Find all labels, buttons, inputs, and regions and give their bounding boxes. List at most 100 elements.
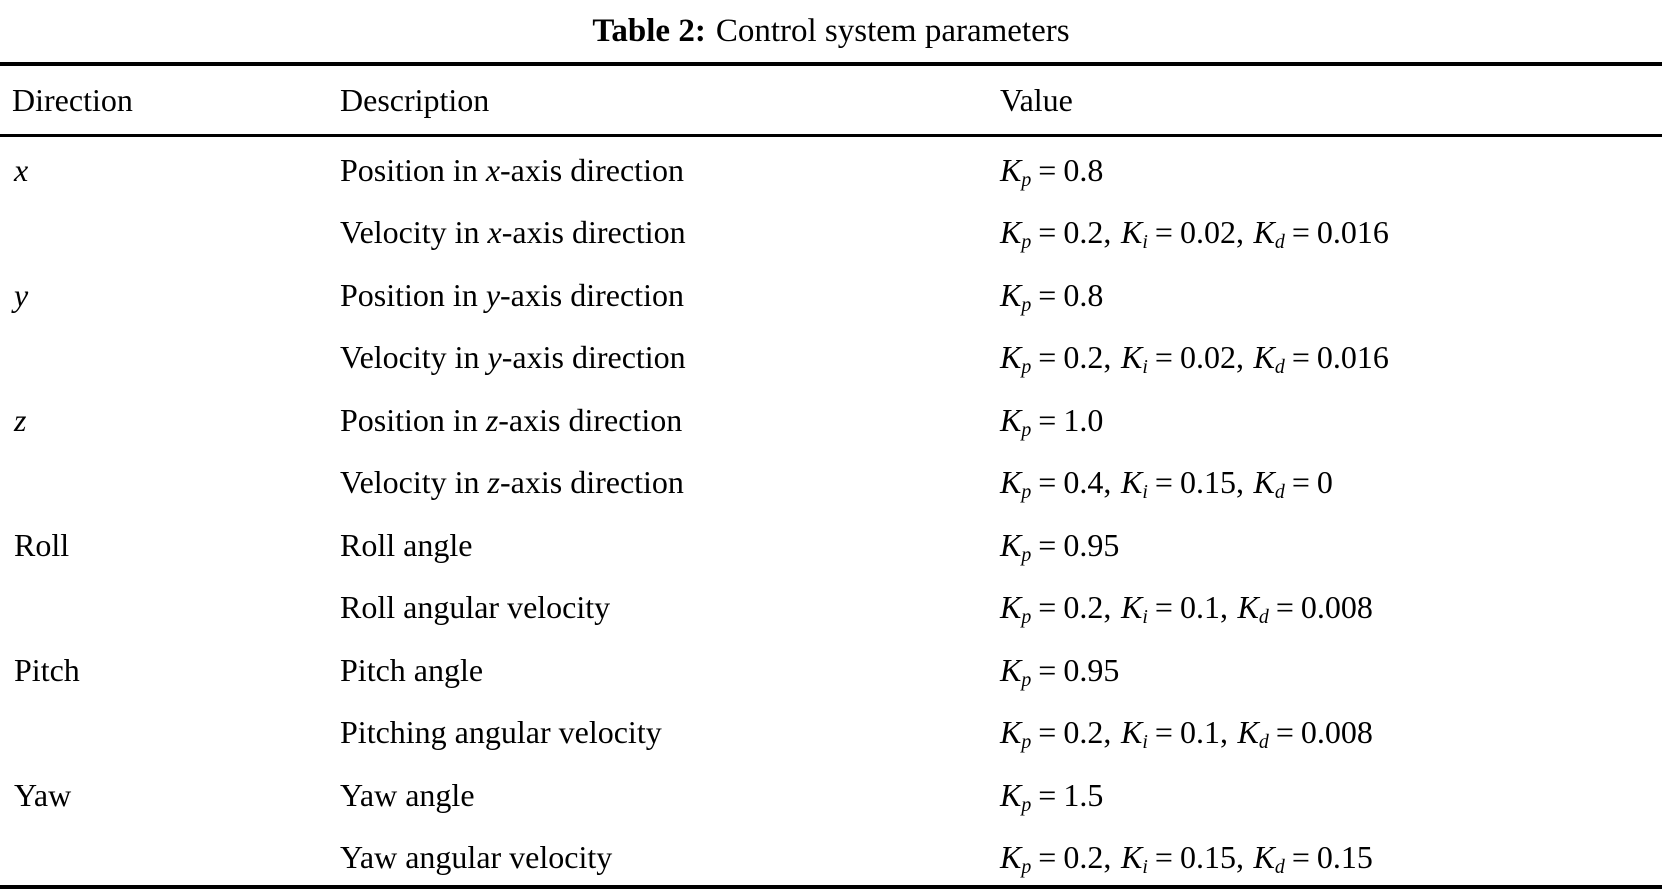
cell-value: Kp=0.8	[1000, 266, 1662, 329]
gain-symbol: K	[1237, 589, 1259, 625]
cell-direction: z	[0, 391, 340, 454]
equals-sign: =	[1291, 214, 1310, 250]
gain-value: 0.2	[1063, 214, 1104, 250]
cell-value: Kp=0.2,Ki=0.02,Kd=0.016	[1000, 204, 1662, 266]
cell-description: Position in y-axis direction	[340, 277, 684, 313]
description-axis-variable: y	[487, 339, 502, 375]
gain-symbol: K	[1000, 589, 1022, 625]
cell-description: Yaw angular velocity	[340, 839, 613, 875]
table-caption-label: Table 2:	[592, 13, 706, 49]
description-axis-variable: z	[487, 464, 500, 500]
gain-expression: Kp=0.2,Ki=0.02,Kd=0.016	[1000, 214, 1389, 254]
gain-expression: Kp=1.0	[1000, 402, 1103, 442]
gain-symbol: K	[1000, 214, 1022, 250]
gain-symbol: K	[1000, 402, 1022, 438]
gain-symbol: K	[1000, 714, 1022, 750]
gain-subscript: p	[1021, 669, 1032, 692]
equals-sign: =	[1038, 339, 1057, 375]
cell-value: Kp=0.8	[1000, 141, 1662, 204]
gain-value: 0.008	[1300, 714, 1373, 750]
cell-description: Yaw angle	[340, 777, 475, 813]
gain-expression: Kp=1.5	[1000, 777, 1103, 816]
gain-subscript: p	[1021, 731, 1032, 754]
gain-symbol: K	[1000, 652, 1022, 688]
cell-direction	[0, 329, 340, 391]
equals-sign: =	[1038, 402, 1057, 438]
cell-direction: y	[0, 266, 340, 329]
cell-direction: Yaw	[0, 766, 340, 829]
equals-sign: =	[1291, 339, 1310, 375]
cell-value: Kp=1.5	[1000, 766, 1662, 829]
gain-value: 0.02	[1179, 339, 1236, 375]
gain-separator: ,	[1235, 339, 1244, 375]
gain-subscript: p	[1021, 606, 1032, 629]
cell-value: Kp=0.2,Ki=0.02,Kd=0.016	[1000, 329, 1662, 391]
equals-sign: =	[1038, 464, 1057, 500]
column-header-direction: Direction	[12, 82, 133, 118]
gain-symbol: K	[1120, 714, 1143, 750]
gain-symbol: K	[1000, 277, 1022, 313]
gain-expression: Kp=0.4,Ki=0.15,Kd=0	[1000, 464, 1333, 504]
gain-subscript: i	[1142, 231, 1148, 254]
gain-value: 0.95	[1063, 527, 1120, 563]
gain-subscript: i	[1142, 481, 1148, 504]
gain-symbol: K	[1000, 152, 1022, 188]
gain-symbol: K	[1000, 777, 1022, 813]
gain-value: 0.4	[1063, 464, 1104, 500]
cell-value: Kp=0.2,Ki=0.1,Kd=0.008	[1000, 579, 1662, 641]
gain-symbol: K	[1000, 527, 1022, 563]
cell-value: Kp=0.95	[1000, 516, 1662, 579]
gain-symbol: K	[1120, 339, 1143, 375]
direction-label: Yaw	[14, 777, 72, 813]
equals-sign: =	[1275, 714, 1294, 750]
cell-description: Velocity in z-axis direction	[340, 464, 684, 500]
gain-value: 0.2	[1063, 589, 1104, 625]
cell-value: Kp=0.95	[1000, 641, 1662, 704]
description-axis-variable: x	[485, 152, 501, 188]
cell-value: Kp=1.0	[1000, 391, 1662, 454]
cell-description: Pitching angular velocity	[340, 714, 662, 750]
table-caption: Table 2:Control system parameters	[0, 0, 1662, 62]
equals-sign: =	[1038, 277, 1057, 313]
equals-sign: =	[1154, 214, 1173, 250]
description-axis-variable: y	[485, 277, 501, 313]
cell-direction: x	[0, 141, 340, 204]
gain-subscript: p	[1021, 294, 1032, 317]
gain-separator: ,	[1103, 464, 1112, 500]
table-bottom-rule	[0, 885, 1662, 889]
gain-value: 0.15	[1179, 839, 1236, 875]
gain-value: 0.15	[1179, 464, 1236, 500]
direction-label: Pitch	[14, 652, 80, 688]
gain-subscript: p	[1021, 856, 1032, 879]
equals-sign: =	[1154, 339, 1173, 375]
cell-description: Roll angular velocity	[340, 589, 611, 625]
gain-expression: Kp=0.2,Ki=0.1,Kd=0.008	[1000, 589, 1373, 629]
gain-separator: ,	[1103, 214, 1112, 250]
gain-expression: Kp=0.95	[1000, 652, 1119, 692]
equals-sign: =	[1291, 839, 1310, 875]
gain-expression: Kp=0.2,Ki=0.1,Kd=0.008	[1000, 714, 1373, 754]
description-axis-variable: x	[487, 214, 502, 250]
gain-value: 0	[1316, 464, 1333, 500]
gain-subscript: d	[1274, 856, 1285, 879]
gain-symbol: K	[1120, 839, 1143, 875]
gain-symbol: K	[1000, 839, 1022, 875]
gain-subscript: p	[1021, 419, 1032, 442]
gain-symbol: K	[1253, 839, 1275, 875]
table-header: Direction Description Value	[0, 66, 1662, 134]
gain-value: 0.15	[1316, 839, 1373, 875]
column-header-description: Description	[340, 82, 490, 118]
gain-subscript: i	[1142, 606, 1148, 629]
gain-value: 0.1	[1179, 589, 1220, 625]
gain-separator: ,	[1219, 714, 1228, 750]
gain-symbol: K	[1237, 714, 1259, 750]
gain-separator: ,	[1103, 714, 1112, 750]
equals-sign: =	[1038, 839, 1057, 875]
gain-subscript: i	[1142, 731, 1148, 754]
table-header-row: Direction Description Value	[0, 66, 1662, 134]
table-header-rule	[0, 134, 1662, 137]
